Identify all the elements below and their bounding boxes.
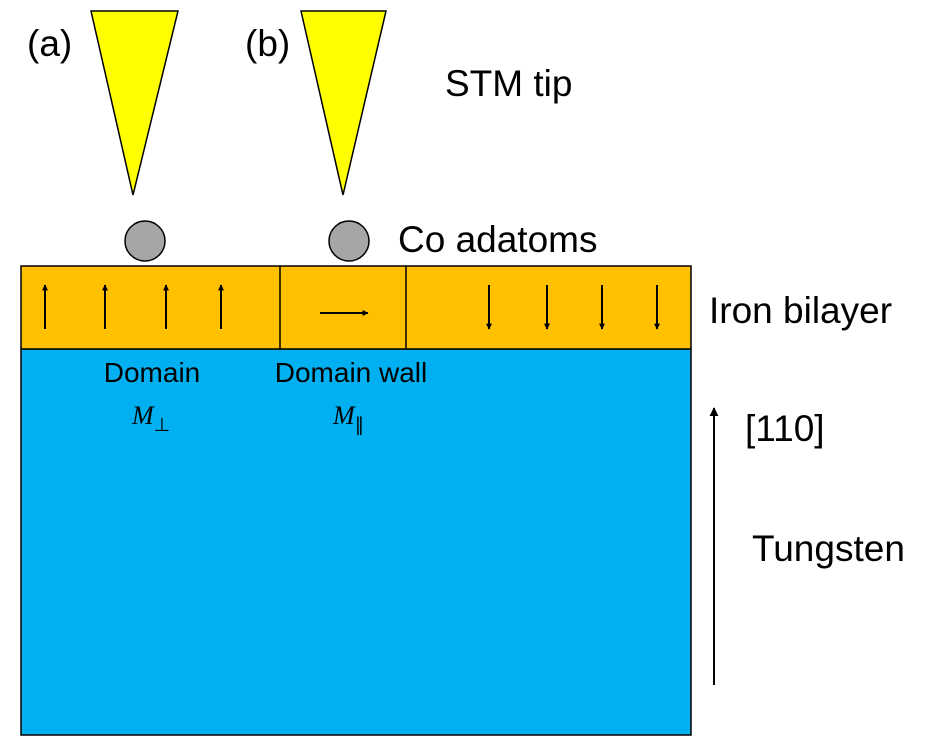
domain-label: Domain	[104, 357, 200, 388]
co-adatoms-label: Co adatoms	[398, 219, 598, 260]
tungsten-substrate	[20, 348, 692, 736]
tungsten-label: Tungsten	[752, 528, 905, 569]
m-par-symbol: M	[332, 401, 356, 430]
domain-wall-label: Domain wall	[275, 357, 428, 388]
co-adatom-icon	[328, 220, 370, 262]
direction-label: [110]	[745, 408, 825, 449]
iron-bilayer-layer	[20, 265, 692, 350]
stm-tip-icon	[300, 10, 387, 196]
panel-label-b: (b)	[245, 23, 290, 64]
co-adatom-icon	[124, 220, 166, 262]
m-perp-subscript: ⊥	[154, 414, 171, 436]
m-par-label: M∥	[332, 401, 364, 436]
m-perp-label: M⊥	[131, 401, 170, 436]
stm-tip-label: STM tip	[445, 63, 572, 104]
panel-label-a: (a)	[27, 23, 72, 64]
m-perp-symbol: M	[131, 401, 155, 430]
iron-bilayer-label: Iron bilayer	[709, 290, 892, 331]
stm-tip-icon	[90, 10, 179, 196]
m-par-subscript: ∥	[355, 414, 365, 436]
